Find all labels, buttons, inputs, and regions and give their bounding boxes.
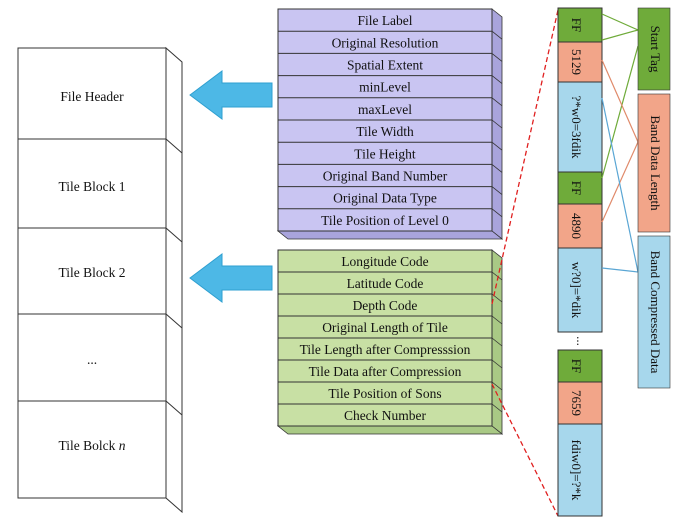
- legend-start-tag: Start Tag: [648, 26, 663, 73]
- band-1-start-tag: FF: [569, 18, 584, 32]
- band-2-start-tag: FF: [569, 181, 584, 195]
- tile-field-3: Original Length of Tile: [322, 320, 448, 335]
- header-field-8: Original Data Type: [333, 191, 437, 206]
- header-field-3: minLevel: [359, 80, 411, 95]
- block-tile-1: Tile Block 1: [58, 179, 125, 194]
- tile-arrow-icon: [189, 253, 273, 303]
- legend: Start Tag Band Data Length Band Compress…: [637, 7, 671, 389]
- header-field-6: Tile Height: [354, 146, 416, 161]
- band-3-data: fdiw0]=?*k: [569, 440, 584, 501]
- tile-field-4: Tile Length after Compresssion: [300, 342, 471, 357]
- band-2-length: 4890: [569, 213, 584, 239]
- block-file-header: File Header: [60, 89, 124, 104]
- tile-field-6: Tile Position of Sons: [328, 386, 441, 401]
- band-3-length: 7659: [569, 390, 584, 416]
- legend-band-data-length: Band Data Length: [648, 115, 663, 211]
- header-field-9: Tile Position of Level 0: [321, 213, 449, 228]
- band-1-length: 5129: [569, 49, 584, 75]
- header-field-0: File Label: [357, 13, 412, 28]
- block-ellipsis: ...: [87, 352, 97, 367]
- tile-field-7: Check Number: [344, 408, 427, 423]
- tile-field-1: Latitude Code: [347, 276, 424, 291]
- connector-bottom: [491, 383, 559, 517]
- tile-field-5: Tile Data after Compression: [309, 364, 462, 379]
- header-field-5: Tile Width: [356, 124, 414, 139]
- connector-top: [491, 9, 559, 305]
- band-ellipsis: ...: [574, 336, 589, 346]
- band-2-data: w?0]=*dik: [569, 262, 584, 319]
- tile-field-0: Longitude Code: [341, 254, 428, 269]
- block-tile-2: Tile Block 2: [58, 265, 125, 280]
- header-field-2: Spatial Extent: [347, 58, 423, 73]
- tile-field-2: Depth Code: [353, 298, 418, 313]
- header-field-1: Original Resolution: [332, 35, 439, 50]
- header-field-4: maxLevel: [358, 102, 412, 117]
- file-structure: File Header Tile Block 1 Tile Block 2 ..…: [17, 46, 183, 514]
- band-3-start-tag: FF: [569, 359, 584, 373]
- legend-connectors: [601, 13, 639, 273]
- block-tile-n: Tile Bolck n: [58, 438, 125, 453]
- header-arrow-icon: [189, 70, 273, 120]
- band-column: FF 5129 ?*w0=3fdik FF 4890 w?0]=*dik ...…: [557, 7, 603, 517]
- header-field-7: Original Band Number: [323, 169, 448, 184]
- band-1-data: ?*w0=3fdik: [569, 96, 584, 159]
- legend-band-compressed-data: Band Compressed Data: [648, 251, 663, 374]
